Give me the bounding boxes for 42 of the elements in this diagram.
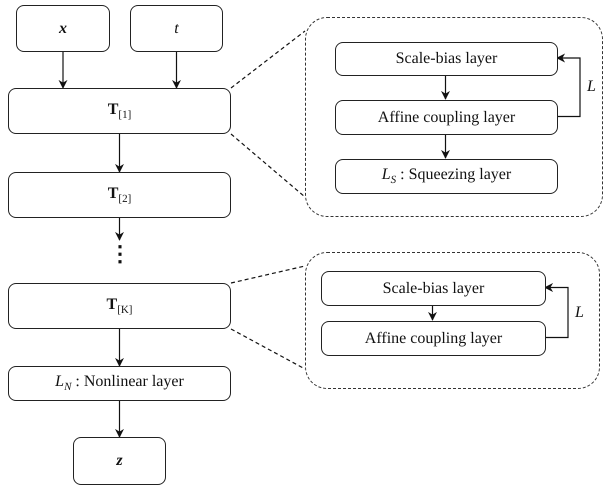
process-box bbox=[8, 172, 231, 218]
vertical-ellipsis: ⋮ bbox=[109, 243, 131, 265]
process-box bbox=[8, 283, 231, 329]
zoom-panel bbox=[305, 252, 600, 389]
arrow bbox=[544, 283, 569, 338]
zoom-line bbox=[230, 134, 306, 198]
node-text: Affine coupling layer bbox=[364, 330, 502, 348]
process-box bbox=[130, 5, 223, 52]
node-text: z bbox=[116, 452, 123, 470]
process-box bbox=[8, 88, 231, 134]
node-text: x bbox=[59, 20, 67, 38]
node-text: Scale-bias layer bbox=[396, 50, 498, 68]
process-box bbox=[321, 321, 546, 356]
process-box bbox=[8, 366, 231, 401]
arrow bbox=[58, 52, 68, 89]
process-box bbox=[335, 159, 558, 194]
arrow bbox=[556, 54, 581, 118]
arrow bbox=[441, 75, 450, 100]
node-text: L$_{S}$ : Squeezing layer bbox=[382, 166, 512, 187]
arrow bbox=[115, 329, 124, 367]
zoom-line bbox=[230, 328, 306, 370]
arrow bbox=[115, 401, 124, 438]
node-text: t bbox=[174, 20, 179, 38]
zoom-line bbox=[230, 265, 306, 284]
process-box bbox=[321, 271, 546, 306]
arrow bbox=[172, 52, 181, 89]
node-text: T$_{[1]}$ bbox=[108, 100, 132, 122]
process-box bbox=[73, 437, 166, 485]
zoom-line bbox=[230, 30, 306, 88]
arrow bbox=[441, 134, 450, 159]
node-text: T$_{[K]}$ bbox=[106, 296, 132, 316]
process-box bbox=[335, 100, 558, 135]
node-text: Affine coupling layer bbox=[378, 108, 516, 126]
node-text: L$_{N}$ : Nonlinear layer bbox=[55, 373, 184, 394]
process-box bbox=[335, 42, 558, 76]
zoom-panel bbox=[305, 17, 603, 217]
process-box bbox=[16, 5, 110, 52]
node-text: Scale-bias layer bbox=[382, 280, 484, 298]
arrow bbox=[115, 134, 124, 173]
node-text: T$_{[2]}$ bbox=[108, 184, 132, 206]
arrow bbox=[428, 305, 437, 321]
arrow bbox=[115, 218, 124, 241]
